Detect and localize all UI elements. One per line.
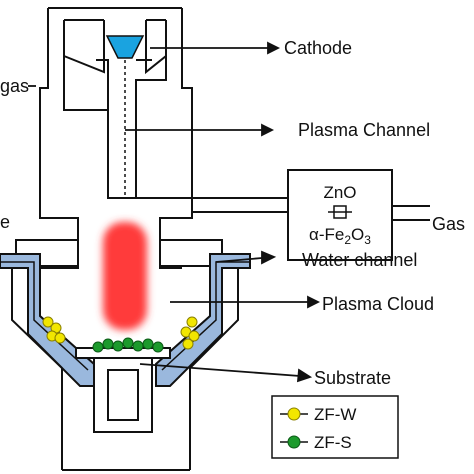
legend-label-zf-w: ZF-W <box>314 405 356 424</box>
feed-box-line2: α-Fe2O3 <box>309 225 371 247</box>
substrate-holder <box>75 347 171 433</box>
cathode-label: Cathode <box>284 38 352 58</box>
plasma-cloud-label: Plasma Cloud <box>322 294 434 314</box>
legend-label-zf-s: ZF-S <box>314 433 352 452</box>
feed-box-line1: ZnO <box>323 183 356 202</box>
gas-right-label: Gas <box>432 214 465 234</box>
legend: ZF-W ZF-S <box>271 395 399 459</box>
water-channel-label: Water channel <box>302 250 417 270</box>
label-arrows <box>28 41 321 383</box>
cathode-tip <box>105 35 145 59</box>
left-edge-label: e <box>0 212 10 232</box>
cathode-holder <box>63 20 167 75</box>
feed-mixer-icon <box>328 205 352 219</box>
plasma-jet <box>103 222 147 330</box>
legend-marker-zf-s <box>287 435 301 449</box>
torch-inner-channel <box>63 19 192 199</box>
precursor-feed-box <box>287 169 393 261</box>
legend-marker-zf-w <box>287 407 301 421</box>
substrate-label: Substrate <box>314 368 391 388</box>
plasma-channel-label: Plasma Channel <box>298 120 430 140</box>
substrate-particles-green <box>92 337 164 353</box>
chamber-outer-wall <box>11 268 239 471</box>
wall-particles-yellow <box>42 316 200 350</box>
torch-outer-wall <box>39 7 193 269</box>
gas-left-label: gas <box>0 76 29 96</box>
feed-line <box>192 197 430 221</box>
left-water-channel-wall <box>0 253 95 387</box>
